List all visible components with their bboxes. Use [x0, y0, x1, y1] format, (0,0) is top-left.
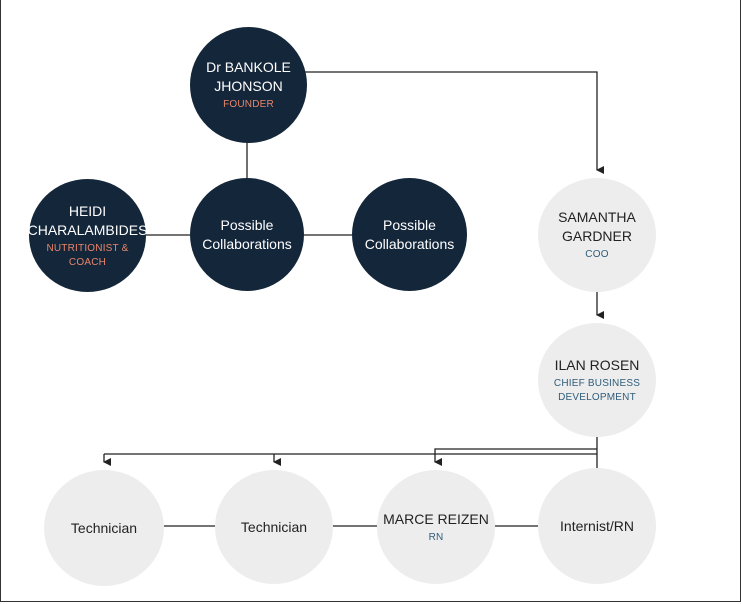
node-ilan[interactable]: ILAN ROSEN CHIEF BUSINESS DEVELOPMENT [538, 323, 656, 437]
node-technician-1[interactable]: Technician [44, 470, 164, 586]
arrow-to-marce [434, 448, 597, 466]
node-technician-2[interactable]: Technician [215, 470, 333, 584]
node-samantha[interactable]: SAMANTHA GARDNER COO [538, 178, 656, 292]
heidi-name: HEIDI CHARALAMBIDES [27, 202, 148, 238]
heidi-role: NUTRITIONIST & COACH [46, 242, 129, 268]
founder-name: Dr BANKOLE JHONSON [206, 59, 291, 94]
node-founder[interactable]: Dr BANKOLE JHONSON FOUNDER [190, 27, 307, 143]
founder-role: FOUNDER [223, 99, 274, 110]
internist-name: Internist/RN [560, 517, 634, 534]
samantha-role: COO [585, 249, 609, 260]
ilan-role: CHIEF BUSINESS DEVELOPMENT [553, 377, 641, 403]
node-collab-center[interactable]: Possible Collaborations [190, 178, 304, 291]
collab-center-name: Possible Collaborations [202, 216, 292, 252]
node-collab-right[interactable]: Possible Collaborations [352, 178, 467, 291]
collab-right-name: Possible Collaborations [364, 216, 455, 252]
marce-role: RN [428, 531, 444, 543]
ilan-name: ILAN ROSEN [554, 356, 640, 373]
technician-1-name: Technician [70, 519, 138, 536]
marce-name: MARCE REIZEN [383, 510, 489, 527]
technician-2-name: Technician [240, 518, 308, 535]
samantha-name: SAMANTHA GARDNER [558, 209, 636, 244]
node-marce[interactable]: MARCE REIZEN RN [377, 470, 495, 584]
arrow-founder-samantha [305, 71, 604, 174]
node-internist[interactable]: Internist/RN [538, 468, 656, 584]
node-heidi[interactable]: HEIDI CHARALAMBIDES NUTRITIONIST & COACH [27, 179, 148, 292]
